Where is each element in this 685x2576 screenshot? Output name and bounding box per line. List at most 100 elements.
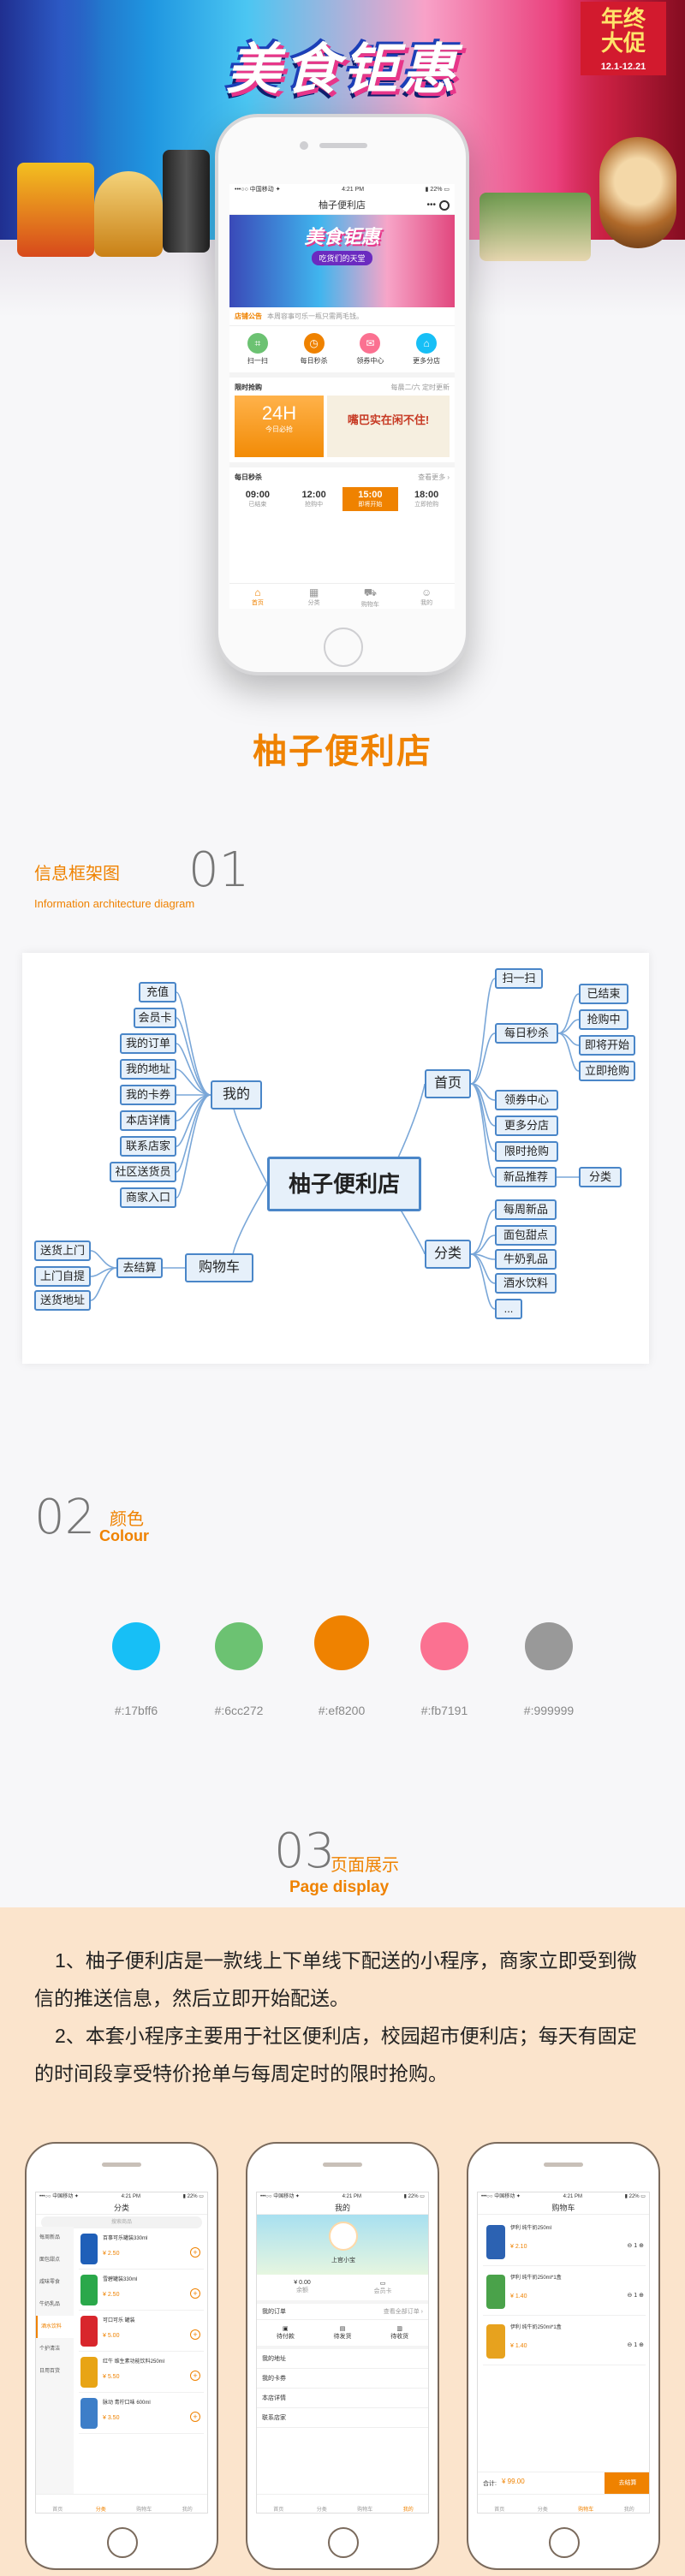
- tab-category[interactable]: ▦分类: [286, 584, 342, 609]
- quick-seckill[interactable]: ◷每日秒杀: [289, 333, 340, 366]
- cart-row[interactable]: 伊利 纯牛奶250ml*1盒 ¥ 1.40 ⊖ 1 ⊕: [483, 2268, 646, 2316]
- total-label: 合计:: [483, 2481, 497, 2487]
- tab-cart[interactable]: 购物车: [578, 2508, 594, 2513]
- cart-leaf: 送货上门: [34, 1240, 91, 1261]
- description-block: 1、柚子便利店是一款线上下单线下配送的小程序，商家立即受到微信的推送信息，然后立…: [34, 1942, 651, 2092]
- product-price: ¥ 1.40: [510, 2293, 527, 2299]
- flash-right: 每晨二/六 定时更新: [390, 384, 450, 391]
- tab-cart[interactable]: 购物车: [357, 2508, 373, 2513]
- order-tab[interactable]: ▣待付款: [257, 2325, 314, 2341]
- quantity-stepper[interactable]: ⊖ 1 ⊕: [627, 2293, 644, 2299]
- tab-home[interactable]: 首页: [52, 2508, 63, 2513]
- menu-row[interactable]: 联系店家: [257, 2408, 428, 2428]
- tab-category[interactable]: 分类: [537, 2508, 548, 2513]
- orders-header[interactable]: 我的订单 查看全部订单 ›: [257, 2304, 428, 2320]
- add-icon[interactable]: +: [190, 2329, 200, 2340]
- quantity-stepper[interactable]: ⊖ 1 ⊕: [627, 2342, 644, 2348]
- nav-title: 我的: [257, 2201, 428, 2215]
- quantity-stepper[interactable]: ⊖ 1 ⊕: [627, 2243, 644, 2249]
- member-card-cell[interactable]: ▭会员卡: [342, 2280, 423, 2295]
- cart-row[interactable]: 伊利 纯牛奶250ml¥ 2.10⊖ 1 ⊕: [483, 2218, 646, 2266]
- banner-subtitle: 吃货们的天堂: [312, 251, 372, 265]
- tab-category[interactable]: 分类: [95, 2508, 106, 2513]
- add-icon[interactable]: +: [190, 2288, 200, 2299]
- nav-title: 柚子便利店: [319, 200, 366, 211]
- checkout-button[interactable]: 去结算: [605, 2472, 649, 2495]
- product-row[interactable]: 脉动 青柠口味 600ml¥ 3.50+: [79, 2395, 204, 2434]
- mine-leaf: 商家入口: [120, 1187, 176, 1208]
- product-image: [80, 2316, 98, 2347]
- tab-mine[interactable]: 我的: [623, 2508, 634, 2513]
- menu-row[interactable]: 我的地址: [257, 2349, 428, 2369]
- cart-row[interactable]: 伊利 纯牛奶250ml*1盒¥ 1.40⊖ 1 ⊕: [483, 2317, 646, 2365]
- sidebar-item[interactable]: 牛奶乳品: [39, 2302, 61, 2307]
- sidebar-item[interactable]: 面包甜点: [39, 2258, 61, 2263]
- sidebar-item[interactable]: 咸味零食: [39, 2280, 61, 2285]
- home-leaf: 新品推荐: [495, 1167, 557, 1187]
- quick-scan[interactable]: ⌗扫一扫: [232, 333, 283, 366]
- truck-icon: ▥: [396, 2326, 402, 2332]
- balance-label: 余额: [296, 2287, 308, 2293]
- sidebar-item[interactable]: 日用百货: [39, 2369, 61, 2374]
- tab-mine[interactable]: 我的: [182, 2508, 193, 2513]
- home-banner[interactable]: 美食钜惠 吃货们的天堂: [229, 215, 455, 307]
- quick-stores[interactable]: ⌂更多分店: [401, 333, 452, 366]
- seckill-more-link[interactable]: 查看更多 ›: [418, 473, 450, 481]
- add-icon[interactable]: +: [190, 2371, 200, 2381]
- search-input[interactable]: 搜索商品: [41, 2216, 202, 2228]
- tab-cart[interactable]: ⛟购物车: [342, 584, 399, 609]
- clock-text: 4:21 PM: [342, 187, 365, 193]
- quick-coupon[interactable]: ✉领券中心: [344, 333, 396, 366]
- tab-home[interactable]: ⌂首页: [229, 584, 286, 609]
- product-name: 伊利 纯牛奶250ml*1盒: [510, 2276, 562, 2281]
- add-icon[interactable]: +: [190, 2247, 200, 2258]
- sidebar-item-active[interactable]: 酒水饮料: [36, 2316, 74, 2338]
- add-icon[interactable]: +: [190, 2412, 200, 2422]
- tab-home[interactable]: 首页: [273, 2508, 284, 2513]
- banner-title: 美食钜惠: [304, 226, 380, 247]
- product-row[interactable]: 雪碧罐装330ml¥ 2.50+: [79, 2271, 204, 2311]
- flash-24h-sub: 今日必抢: [265, 425, 293, 433]
- mine-leaf: 充值: [139, 982, 176, 1002]
- order-tab[interactable]: ▤待发货: [314, 2325, 372, 2341]
- product-row[interactable]: 可口可乐 罐装¥ 5.00+: [79, 2312, 204, 2352]
- sidebar-item[interactable]: 每周新品: [39, 2235, 61, 2240]
- menu-row[interactable]: 本店详情: [257, 2389, 428, 2408]
- swatch-blue: [112, 1622, 160, 1670]
- orders-more-link[interactable]: 查看全部订单 ›: [383, 2309, 423, 2315]
- order-tabs: ▣待付款 ▤待发货 ▥待收货: [257, 2320, 428, 2349]
- user-name: 上官小宝: [331, 2258, 355, 2264]
- tab-mine[interactable]: ☺我的: [398, 584, 455, 609]
- coupon-icon: ✉: [360, 333, 381, 354]
- tab-home[interactable]: 首页: [494, 2508, 505, 2513]
- product-image: [80, 2234, 98, 2264]
- snack-chips-image: [17, 163, 94, 257]
- sidebar-item[interactable]: 个护清洁: [39, 2347, 61, 2352]
- more-dots-icon[interactable]: •••: [426, 200, 436, 210]
- store-notice[interactable]: 店铺公告 本周容事可乐一瓶只需两毛钱。: [229, 307, 455, 326]
- product-row[interactable]: 红牛 维生素功能饮料250ml¥ 5.50+: [79, 2353, 204, 2393]
- product-image: [80, 2275, 98, 2305]
- carrier-text: •••○○ 中国移动 ✦: [235, 187, 281, 193]
- new-category-node: 分类: [579, 1167, 622, 1187]
- close-target-icon[interactable]: [439, 200, 450, 211]
- quantity-value: 1: [634, 2342, 638, 2348]
- avatar[interactable]: [329, 2222, 358, 2251]
- seckill-leaf: 立即抢购: [579, 1061, 635, 1081]
- order-tab-label: 待发货: [333, 2334, 352, 2340]
- flash-promo-card[interactable]: 嘴巴实在闲不住!: [327, 396, 450, 457]
- tab-category[interactable]: 分类: [316, 2508, 327, 2513]
- tab-mine[interactable]: 我的: [402, 2508, 414, 2513]
- product-row[interactable]: 百事可乐罐装330ml¥ 2.50+: [79, 2230, 204, 2270]
- tab-cart[interactable]: 购物车: [136, 2508, 152, 2513]
- flash-title: 限时抢购: [235, 384, 262, 391]
- menu-row[interactable]: 我的卡券: [257, 2369, 428, 2389]
- badge-date: 12.1-12.21: [600, 62, 646, 72]
- order-tab[interactable]: ▥待收货: [371, 2325, 428, 2341]
